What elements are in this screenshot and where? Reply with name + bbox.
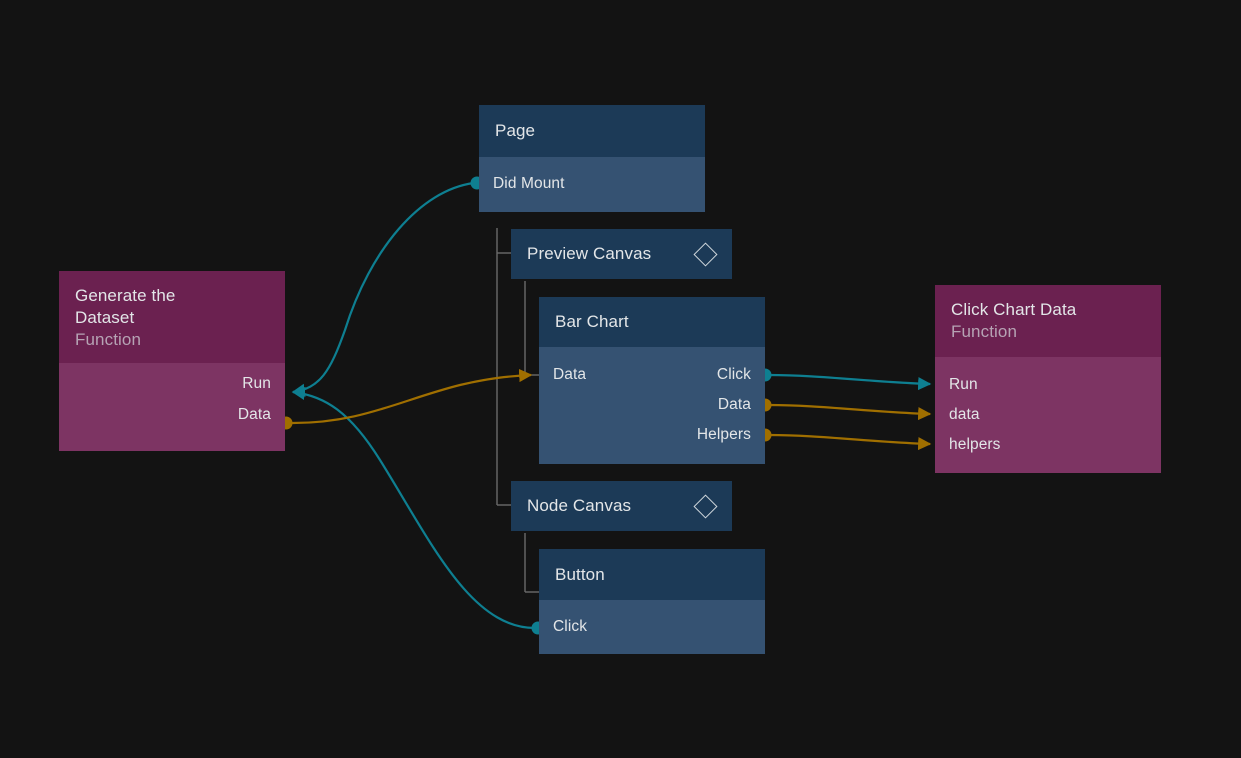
node-generate-the-dataset[interactable]: Generate the Dataset Function Run Data <box>59 271 285 451</box>
port-label: data <box>949 406 980 423</box>
port-clickchart-data[interactable]: data <box>949 405 980 425</box>
port-label: Data <box>717 396 751 413</box>
port-generate-run[interactable]: Run <box>242 374 271 394</box>
node-title: Generate the Dataset <box>75 286 176 327</box>
node-click-chart-data[interactable]: Click Chart Data Function Run data helpe… <box>935 285 1161 473</box>
port-barchart-data-in[interactable]: Data <box>553 365 586 385</box>
node-title: Node Canvas <box>527 496 632 515</box>
port-clickchart-helpers[interactable]: helpers <box>949 435 1001 455</box>
node-subtitle: Function <box>951 322 1018 341</box>
port-label: Did Mount <box>493 175 565 192</box>
node-bar-chart[interactable]: Bar Chart Data Click Data Helpers <box>539 297 765 464</box>
node-body: Click <box>539 600 765 654</box>
port-barchart-data-out[interactable]: Data <box>718 395 751 415</box>
node-title: Page <box>495 121 536 140</box>
node-header: Bar Chart <box>539 297 765 347</box>
node-body: Data Click Data Helpers <box>539 347 765 464</box>
node-header: Click Chart Data Function <box>935 285 1161 357</box>
port-label: Data <box>553 366 587 383</box>
node-page[interactable]: Page Did Mount <box>479 105 705 212</box>
port-label: helpers <box>949 436 1001 453</box>
port-label: Run <box>949 376 978 393</box>
port-label: Click <box>716 366 751 383</box>
node-header: Page <box>479 105 705 157</box>
node-button[interactable]: Button Click <box>539 549 765 654</box>
edge-click-to-run <box>768 373 932 391</box>
port-label: Run <box>242 375 271 392</box>
port-label: Helpers <box>696 426 751 443</box>
port-clickchart-run[interactable]: Run <box>949 375 978 395</box>
port-generate-data[interactable]: Data <box>238 405 271 425</box>
node-header: Button <box>539 549 765 600</box>
node-preview-canvas[interactable]: Preview Canvas <box>511 229 732 279</box>
edge-buttonclick-to-run <box>291 386 536 630</box>
node-title: Click Chart Data <box>951 300 1077 319</box>
port-label: Data <box>237 406 271 423</box>
port-barchart-click[interactable]: Click <box>717 365 751 385</box>
port-barchart-helpers[interactable]: Helpers <box>697 425 751 445</box>
node-body: Run data helpers <box>935 357 1161 473</box>
node-subtitle: Function <box>75 330 142 349</box>
node-node-canvas[interactable]: Node Canvas <box>511 481 732 531</box>
node-body: Run Data <box>59 363 285 451</box>
node-title: Bar Chart <box>555 312 629 331</box>
port-label: Click <box>553 618 588 635</box>
diamond-icon <box>693 493 718 519</box>
node-header: Generate the Dataset Function <box>59 271 285 363</box>
edge-data-to-data <box>768 403 932 421</box>
port-button-click[interactable]: Click <box>553 617 587 637</box>
edge-didmount-to-run <box>291 181 475 397</box>
edge-helpers-to-helpers <box>768 433 932 451</box>
port-page-did-mount[interactable]: Did Mount <box>493 174 565 194</box>
edge-data-to-barchart-data <box>288 368 533 425</box>
diamond-icon <box>693 241 718 267</box>
node-title: Preview Canvas <box>527 244 652 263</box>
node-title: Button <box>555 564 605 584</box>
node-body: Did Mount <box>479 157 705 212</box>
